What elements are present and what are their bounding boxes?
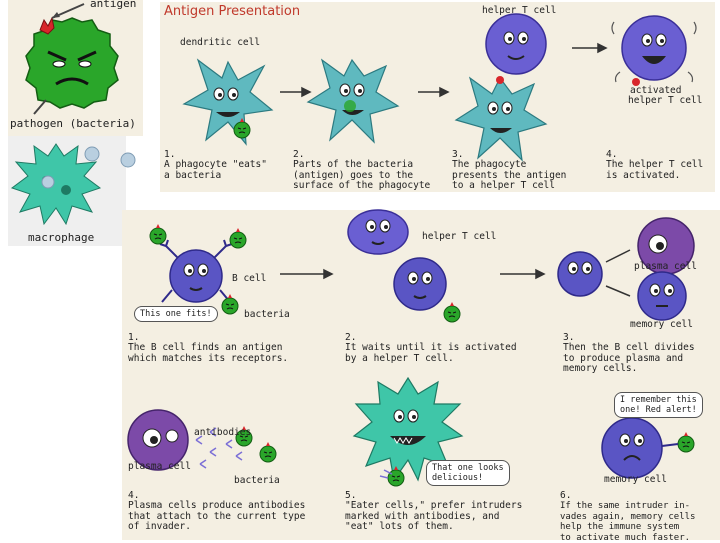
plasma-cell-label-1: plasma cell	[634, 261, 697, 272]
attack-step-4-num: 4.	[128, 490, 140, 501]
bcell-arrows	[280, 249, 631, 297]
dendritic-cell-1	[182, 58, 274, 146]
antigen-label: antigen	[90, 0, 137, 10]
plasma-cell-label-2: plasma cell	[128, 461, 191, 472]
b-cell	[159, 239, 233, 303]
pathogen-label: pathogen (bacteria)	[10, 117, 136, 130]
helper-t-cell-top	[485, 13, 547, 75]
dendritic-cell-label: dendritic cell	[180, 37, 261, 48]
bcell-step-2-text: It waits until it is activated by a help…	[345, 342, 517, 364]
plasma-cell-2	[127, 409, 189, 471]
activated-label-line2: helper T cell	[628, 95, 703, 106]
presentation-step-1-text: A phagocyte "eats" a bacteria	[164, 159, 267, 181]
macrophage-label: macrophage	[28, 231, 95, 244]
presentation-arrows	[280, 42, 608, 98]
bacteria-label-2: bacteria	[234, 475, 280, 486]
dendritic-cell-2	[306, 58, 400, 144]
plasma-cell-1	[637, 217, 695, 275]
attack-step-6-text: If the same intruder in- vades again, me…	[560, 501, 696, 543]
pathogen-arrow	[33, 99, 47, 115]
presentation-step-2-num: 2.	[293, 149, 305, 160]
presentation-step-4-num: 4.	[606, 149, 618, 160]
helper-t-cell-label-2: helper T cell	[422, 231, 497, 242]
bcell-step-3-text: Then the B cell divides to produce plasm…	[563, 342, 695, 374]
presentation-step-1-num: 1.	[164, 149, 176, 160]
helper-t-cell-label: helper T cell	[482, 5, 557, 16]
memory-cell-label-2: memory cell	[604, 474, 667, 485]
remember-speech-bubble: I remember this one! Red alert!	[614, 392, 703, 418]
dendritic-cell-3	[454, 76, 548, 162]
bacteria-label-1: bacteria	[244, 309, 290, 320]
attack-step-4-text: Plasma cells produce antibodies that att…	[128, 500, 306, 532]
b-cell-waiting	[393, 257, 447, 311]
helper-t-cell-2	[347, 209, 409, 255]
bcell-step-1-text: The B cell finds an antigen which matche…	[128, 342, 289, 364]
b-cell-label: B cell	[232, 273, 267, 284]
b-cell-divided	[557, 251, 603, 297]
eater-macrophage	[352, 376, 464, 482]
memory-cell-label-1: memory cell	[630, 319, 693, 330]
presentation-title: Antigen Presentation	[164, 4, 301, 19]
fits-speech-bubble: This one fits!	[134, 306, 218, 322]
attack-step-6-num: 6.	[560, 490, 572, 501]
presentation-step-3-text: The phagocyte presents the antigen to a …	[452, 159, 567, 191]
attack-step-5-num: 5.	[345, 490, 357, 501]
presentation-step-3-num: 3.	[452, 149, 464, 160]
bcell-step-3-num: 3.	[563, 332, 575, 343]
antibodies-label: antibodies	[194, 427, 252, 438]
memory-cell-2	[601, 417, 663, 479]
activated-helper-t-cell	[611, 15, 697, 83]
bcell-step-2-num: 2.	[345, 332, 357, 343]
activated-label-line1: activated	[630, 85, 682, 96]
attack-step-5-text: "Eater cells," prefer intruders marked w…	[345, 500, 523, 532]
bcell-step-1-num: 1.	[128, 332, 140, 343]
presentation-step-4-text: The helper T cell is activated.	[606, 159, 704, 181]
presentation-step-2-text: Parts of the bacteria (antigen) goes to …	[293, 159, 431, 191]
pathogen-bacteria-cell	[25, 17, 119, 109]
delicious-speech-bubble: That one looks delicious!	[426, 460, 510, 486]
memory-cell-1	[637, 271, 687, 321]
antibodies	[195, 427, 243, 469]
